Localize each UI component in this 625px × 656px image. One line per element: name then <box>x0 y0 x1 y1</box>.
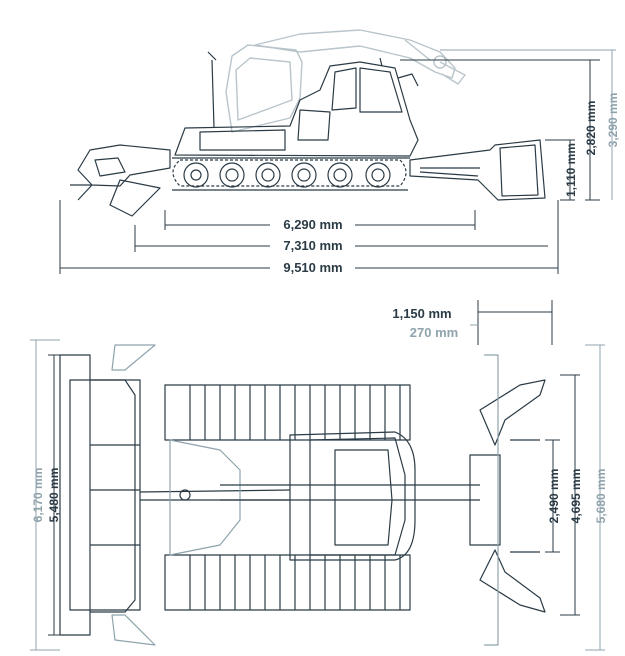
side-view-snowcat <box>70 29 546 217</box>
side-view-labels: 6,290 mm 7,310 mm 9,510 mm 1,110 mm 2,82… <box>283 93 620 275</box>
rear-tiller <box>70 144 171 217</box>
dim-blade-width-open: 5,680 mm <box>594 469 608 524</box>
vehicle-body <box>174 51 419 157</box>
dim-length-tracks: 6,290 mm <box>283 217 342 232</box>
dim-blade-offset: 270 mm <box>410 325 458 340</box>
dim-length-total: 9,510 mm <box>283 260 342 275</box>
dim-height-blade: 1,110 mm <box>564 143 578 197</box>
dim-blade-width: 4,695 mm <box>569 469 583 524</box>
dim-height-winch: 3,290 mm <box>606 93 620 148</box>
drawbar <box>139 489 291 501</box>
top-view-labels: 1,150 mm 270 mm 6,170 mm 5,480 mm 2,490 … <box>31 306 608 523</box>
track-assembly <box>172 157 410 191</box>
dim-blade-width-closed: 2,490 mm <box>547 469 561 524</box>
front-blade <box>409 139 546 201</box>
tiller-top <box>59 344 156 646</box>
dim-length-with-blade: 7,310 mm <box>283 238 342 253</box>
dim-tiller-width: 5,480 mm <box>47 468 61 523</box>
body-top <box>169 431 416 561</box>
side-view-dimensions <box>59 49 616 274</box>
top-view-dimensions <box>30 300 605 651</box>
dim-blade-overhang: 1,150 mm <box>392 306 451 321</box>
dim-height-cab: 2,820 mm <box>584 101 598 156</box>
blade-top <box>415 354 546 646</box>
tracks-top <box>164 384 411 611</box>
dim-tiller-width-outer: 6,170 mm <box>31 468 45 523</box>
winch-arm-ghost <box>225 29 466 133</box>
top-view-snowcat <box>59 344 546 646</box>
